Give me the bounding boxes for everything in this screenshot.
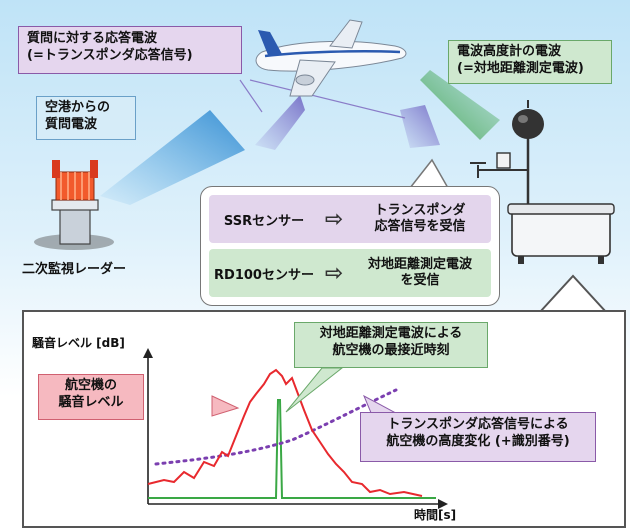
- chart-ylabel: 騒音レベル [dB]: [32, 336, 125, 350]
- radar-icon: [34, 160, 114, 250]
- transponder-reply-line2: (=トランスポンダ応答信号): [27, 47, 193, 63]
- airport-question-line2: 質問電波: [45, 116, 98, 132]
- radar-beam: [100, 110, 245, 205]
- ssr-result-line2: 応答信号を受信: [374, 219, 466, 234]
- altitude-line: [154, 388, 398, 466]
- reply-wave-1: [255, 95, 305, 150]
- ssr-result-line1: トランスポンダ: [374, 202, 466, 218]
- noise-level-callout: 航空機の 騒音レベル: [38, 374, 144, 420]
- altitude-callout: トランスポンダ応答信号による 航空機の高度変化 (+識別番号): [360, 412, 596, 462]
- altimeter-line1: 電波高度計の電波: [457, 44, 562, 59]
- sensor-bubble: SSRセンサー ⇨ トランスポンダ 応答信号を受信 RD100センサー ⇨ 対地…: [200, 186, 500, 306]
- altitude-callout-line1: トランスポンダ応答信号による: [387, 417, 569, 432]
- altimeter-wave: [420, 70, 500, 140]
- noise-callout-line1: 航空機の: [64, 378, 117, 393]
- altimeter-line2: (=対地距離測定電波): [457, 60, 584, 76]
- nearest-time-line: [148, 399, 436, 499]
- altitude-callout-line2: 航空機の高度変化 (+識別番号): [386, 433, 570, 449]
- reply-wave-2: [400, 105, 440, 148]
- chart-xlabel: 時間[s]: [414, 508, 457, 522]
- noise-chart-panel: 騒音レベル [dB] 時間[s] 航空機の 騒音レベル 対地距離測定電波による …: [22, 310, 626, 528]
- rd100-result: 対地距離測定電波 を受信: [349, 257, 491, 290]
- transponder-reply-label: 質問に対する応答電波 (=トランスポンダ応答信号): [18, 26, 242, 74]
- nearest-time-callout: 対地距離測定電波による 航空機の最接近時刻: [294, 322, 488, 368]
- ssr-row: SSRセンサー ⇨ トランスポンダ 応答信号を受信: [209, 195, 491, 243]
- rd100-row: RD100センサー ⇨ 対地距離測定電波 を受信: [209, 249, 491, 297]
- ssr-result: トランスポンダ 応答信号を受信: [349, 203, 491, 236]
- sensor-device-icon: [470, 100, 615, 264]
- nearest-callout-line1: 対地距離測定電波による: [319, 326, 463, 341]
- altimeter-wave-label: 電波高度計の電波 (=対地距離測定電波): [448, 40, 612, 84]
- airport-question-label: 空港からの 質問電波: [36, 96, 136, 140]
- rd100-result-line1: 対地距離測定電波: [367, 256, 472, 272]
- transponder-reply-line1: 質問に対する応答電波: [27, 31, 158, 46]
- airport-question-line1: 空港からの: [45, 100, 111, 115]
- noise-level-line: [147, 368, 423, 497]
- airplane-icon: [255, 19, 407, 97]
- rd100-name: RD100センサー: [214, 267, 314, 283]
- arrow-right-icon: ⇨: [324, 206, 344, 232]
- nearest-callout-line2: 航空機の最接近時刻: [332, 342, 450, 358]
- ssr-name: SSRセンサー: [223, 213, 305, 229]
- radar-name: 二次監視レーダー: [22, 262, 127, 277]
- rd100-result-line2: を受信: [400, 273, 440, 288]
- noise-callout-line2: 騒音レベル: [58, 394, 124, 410]
- arrow-right-icon: ⇨: [324, 260, 344, 286]
